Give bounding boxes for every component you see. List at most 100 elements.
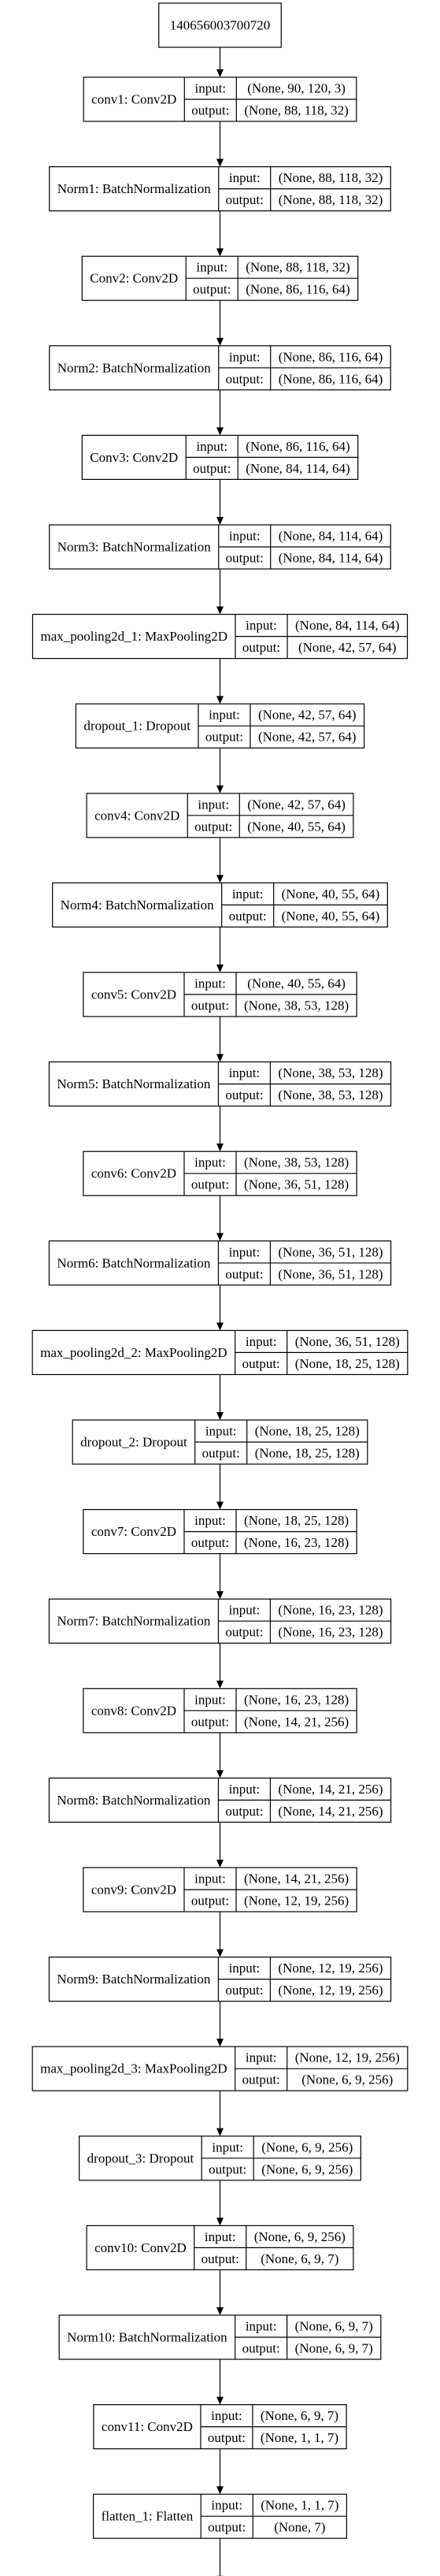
layer-name: conv11: Conv2D (102, 2419, 193, 2434)
arrowhead (216, 1860, 224, 1868)
input-port-label: input: (229, 529, 261, 544)
input-port-label: input: (246, 2050, 277, 2065)
input-shape: (None, 84, 114, 64) (295, 618, 400, 633)
input-shape: (None, 88, 118, 32) (279, 170, 383, 185)
edge-arrow (216, 1195, 224, 1241)
arrowhead (216, 1412, 224, 1420)
output-port-label: output: (226, 551, 264, 566)
edge-arrow (216, 389, 224, 436)
input-port-label: input: (229, 1603, 261, 1618)
output-shape: (None, 38, 53, 128) (244, 998, 349, 1013)
input-shape: (None, 6, 9, 256) (261, 2139, 353, 2154)
input-port-label: input: (229, 1244, 261, 1259)
arrowhead (216, 1054, 224, 1062)
layer-node: Norm7: BatchNormalizationinput:output:(N… (48, 1598, 392, 1644)
layer-name: Norm5: BatchNormalization (57, 1076, 210, 1091)
arrowhead (216, 1770, 224, 1779)
arrowhead (216, 248, 224, 257)
edge-arrow (216, 2091, 224, 2136)
output-shape: (None, 84, 114, 64) (246, 461, 350, 476)
input-shape: (None, 42, 57, 64) (258, 708, 357, 723)
output-port-label: output: (208, 2430, 246, 2445)
arrowhead (216, 1232, 224, 1241)
edge-arrow (216, 658, 224, 704)
edge-arrow (216, 1284, 224, 1331)
arrowhead (216, 517, 224, 525)
input-port-label: input: (194, 1513, 226, 1528)
arrowhead (216, 1322, 224, 1331)
input-port-label: input: (211, 2498, 242, 2513)
output-shape: (None, 6, 9, 7) (295, 2341, 373, 2356)
input-port-label: input: (229, 1065, 261, 1080)
layer-node: Norm2: BatchNormalizationinput:output:(N… (49, 345, 391, 391)
input-shape: (None, 36, 51, 128) (278, 1244, 383, 1259)
layer-name: conv6: Conv2D (91, 1166, 176, 1181)
arrowhead (216, 1949, 224, 1957)
output-shape: (None, 38, 53, 128) (278, 1087, 383, 1102)
input-shape: (None, 6, 9, 256) (254, 2229, 346, 2244)
arrowhead (216, 2307, 224, 2315)
output-port-label: output: (242, 2341, 280, 2356)
arrowhead (216, 875, 224, 883)
input-port-label: input: (232, 887, 264, 901)
layer-node: Norm1: BatchNormalizationinput:output:(N… (49, 166, 391, 212)
layer-name: Norm1: BatchNormalization (57, 181, 211, 196)
output-shape: (None, 16, 23, 128) (278, 1625, 383, 1640)
arrowhead (216, 69, 224, 77)
input-shape: (None, 12, 19, 256) (278, 1961, 383, 1976)
input-port-label: input: (229, 1782, 261, 1797)
edges-layer (216, 47, 224, 2576)
arrowhead (216, 2128, 224, 2136)
edge-arrow (216, 2269, 224, 2315)
layer-node: max_pooling2d_1: MaxPooling2Dinput:outpu… (31, 613, 409, 660)
edge-arrow (216, 927, 224, 972)
arrowhead (216, 1591, 224, 1600)
input-port-label: input: (198, 797, 229, 812)
arrowhead (216, 2486, 224, 2495)
output-shape: (None, 16, 23, 128) (244, 1535, 349, 1550)
output-port-label: output: (226, 192, 264, 207)
edge-arrow (216, 1464, 224, 1510)
input-shape: (None, 16, 23, 128) (244, 1692, 349, 1707)
nodes-layer: 140656003700720 conv1: Conv2Dinput:output… (31, 2, 409, 2539)
layer-node: max_pooling2d_3: MaxPooling2Dinput:outpu… (31, 2046, 409, 2091)
arrowhead (216, 785, 224, 794)
input-shape: (None, 38, 53, 128) (244, 1155, 349, 1170)
root-node: 140656003700720 (158, 2, 282, 48)
output-shape: (None, 1, 1, 7) (261, 2430, 338, 2445)
input-port-label: input: (194, 1155, 226, 1170)
layer-name: conv4: Conv2D (94, 808, 179, 823)
layer-node: Norm6: BatchNormalizationinput:output:(N… (48, 1240, 392, 1286)
input-shape: (None, 86, 116, 64) (246, 439, 350, 454)
output-shape: (None, 40, 55, 64) (247, 819, 346, 834)
output-shape: (None, 6, 9, 256) (301, 2072, 393, 2087)
output-port-label: output: (202, 2251, 239, 2266)
arrowhead (216, 696, 224, 704)
layer-name: dropout_2: Dropout (80, 1435, 187, 1450)
layer-node: Norm3: BatchNormalizationinput:output:(N… (49, 524, 391, 570)
output-shape: (None, 88, 118, 32) (244, 103, 349, 118)
output-shape: (None, 12, 19, 256) (278, 1983, 383, 1998)
input-shape: (None, 40, 55, 64) (247, 976, 346, 991)
output-port-label: output: (229, 909, 267, 924)
edge-arrow (216, 300, 224, 346)
arrowhead (216, 965, 224, 972)
input-port-label: input: (212, 2139, 243, 2154)
output-port-label: output: (242, 2072, 280, 2087)
input-shape: (None, 90, 120, 3) (247, 81, 346, 96)
arrowhead (216, 2396, 224, 2405)
output-port-label: output: (194, 819, 232, 834)
arrowhead (216, 2217, 224, 2226)
edge-arrow (216, 210, 224, 257)
input-shape: (None, 18, 25, 128) (255, 1424, 360, 1439)
input-shape: (None, 18, 25, 128) (244, 1513, 349, 1528)
output-port-label: output: (205, 730, 243, 745)
